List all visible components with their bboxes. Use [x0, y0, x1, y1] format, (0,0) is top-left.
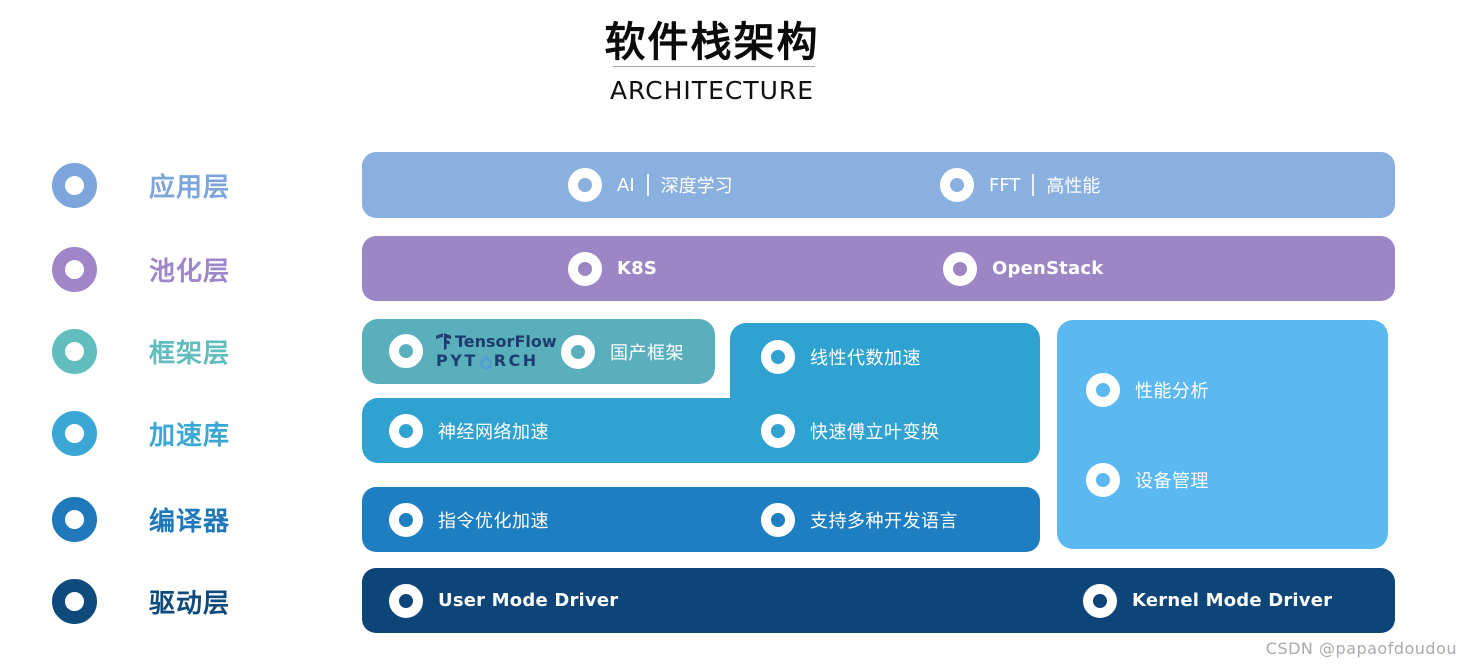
ring-bullet-icon: [1083, 583, 1117, 618]
item-label: 设备管理: [1135, 471, 1209, 492]
tools-item-device-management: 设备管理: [1086, 463, 1209, 497]
layer-label: 应用层: [149, 172, 231, 203]
ring-bullet-icon: [1086, 373, 1120, 407]
layer-row-pooling: 池化层: [52, 246, 230, 292]
divider: [646, 174, 649, 196]
item-label: 性能分析: [1135, 381, 1209, 402]
item-label: User Mode Driver: [438, 590, 619, 611]
page-title: 软件栈架构: [604, 18, 820, 66]
ring-bullet-icon: [52, 328, 97, 374]
pytorch-label-suffix: RCH: [493, 351, 539, 370]
layer-label: 框架层: [149, 338, 231, 369]
watermark: CSDN @papaofdoudou: [1265, 639, 1457, 658]
framework-item-frameworks: TensorFlow PYT RCH: [389, 331, 557, 371]
tensorflow-icon: [436, 333, 451, 351]
item-label: 线性代数加速: [810, 348, 921, 369]
layer-row-driver: 驱动层: [52, 578, 230, 624]
driver-item-kernel-mode: Kernel Mode Driver: [1083, 583, 1333, 618]
page-subtitle: ARCHITECTURE: [609, 76, 815, 105]
tensorflow-label: TensorFlow: [455, 331, 557, 351]
layer-row-compiler: 编译器: [52, 496, 230, 542]
compiler-item-multi-language: 支持多种开发语言: [761, 502, 958, 537]
item-label: 指令优化加速: [438, 510, 549, 532]
item-label: AI: [617, 174, 635, 196]
compiler-item-instruction-optimization: 指令优化加速: [389, 502, 549, 537]
pytorch-logo: PYT RCH: [436, 351, 557, 370]
driver-item-user-mode: User Mode Driver: [389, 583, 619, 618]
item-label: 快速傅立叶变换: [810, 421, 940, 443]
ring-bullet-icon: [761, 502, 795, 537]
tools-block: 性能分析 设备管理: [1057, 320, 1388, 549]
acceleration-block-lower: 神经网络加速 快速傅立叶变换: [362, 398, 1040, 463]
item-label: 神经网络加速: [438, 421, 549, 443]
compiler-bar: 指令优化加速 支持多种开发语言: [362, 487, 1040, 552]
layer-label: 加速库: [149, 420, 231, 451]
accel-item-linear-algebra: 线性代数加速: [761, 340, 921, 374]
item-label: Kernel Mode Driver: [1132, 590, 1333, 611]
ring-bullet-icon: [52, 410, 97, 456]
item-sublabel: 高性能: [1046, 176, 1101, 197]
ring-bullet-icon: [761, 340, 795, 374]
driver-bar: User Mode Driver Kernel Mode Driver: [362, 568, 1395, 633]
layer-label: 编译器: [149, 506, 231, 537]
tensorflow-logo: TensorFlow: [436, 331, 557, 351]
ring-bullet-icon: [52, 162, 97, 208]
ring-bullet-icon: [389, 583, 423, 618]
ring-bullet-icon: [561, 334, 595, 369]
pooling-layer-bar: K8S OpenStack: [362, 236, 1395, 301]
accel-item-fft-transform: 快速傅立叶变换: [761, 413, 940, 448]
title-underline: [613, 66, 815, 67]
item-label: K8S: [617, 258, 658, 279]
app-item-fft-text: FFT 高性能: [989, 172, 1100, 198]
ring-bullet-icon: [943, 251, 977, 286]
layer-row-framework: 框架层: [52, 328, 230, 374]
ring-bullet-icon: [568, 251, 602, 286]
layer-label: 池化层: [149, 256, 231, 287]
ring-bullet-icon: [389, 502, 423, 537]
layer-row-acceleration: 加速库: [52, 410, 230, 456]
tools-item-profiling: 性能分析: [1086, 373, 1209, 407]
framework-item-domestic: 国产框架: [561, 334, 684, 369]
application-layer-bar: AI 深度学习 FFT 高性能: [362, 152, 1395, 218]
item-label: OpenStack: [992, 258, 1104, 279]
ring-bullet-icon: [761, 413, 795, 448]
ring-bullet-icon: [1086, 463, 1120, 497]
ring-bullet-icon: [52, 578, 97, 624]
item-sublabel: 深度学习: [660, 176, 733, 197]
item-label: FFT: [989, 174, 1021, 196]
ring-bullet-icon: [389, 413, 423, 448]
pooling-item-openstack: OpenStack: [943, 251, 1104, 286]
app-item-ai: AI 深度学习: [568, 168, 733, 202]
item-label: 国产框架: [610, 342, 684, 364]
ring-bullet-icon: [568, 168, 602, 202]
ring-bullet-icon: [52, 496, 97, 542]
ring-bullet-icon: [389, 334, 423, 369]
accel-item-neural-network: 神经网络加速: [389, 413, 549, 448]
layer-label: 驱动层: [149, 588, 231, 619]
pooling-item-k8s: K8S: [568, 251, 658, 286]
ring-bullet-icon: [940, 168, 974, 202]
layer-row-application: 应用层: [52, 162, 230, 208]
framework-logos: TensorFlow PYT RCH: [436, 331, 557, 371]
app-item-fft: FFT 高性能: [940, 168, 1100, 202]
framework-block: TensorFlow PYT RCH 国产框架: [362, 319, 715, 384]
pytorch-label-prefix: PYT: [436, 351, 478, 370]
item-label: 支持多种开发语言: [810, 510, 958, 532]
ring-bullet-icon: [52, 246, 97, 292]
app-item-ai-text: AI 深度学习: [617, 172, 733, 198]
pytorch-flame-icon: [479, 353, 492, 370]
divider: [1032, 174, 1035, 196]
